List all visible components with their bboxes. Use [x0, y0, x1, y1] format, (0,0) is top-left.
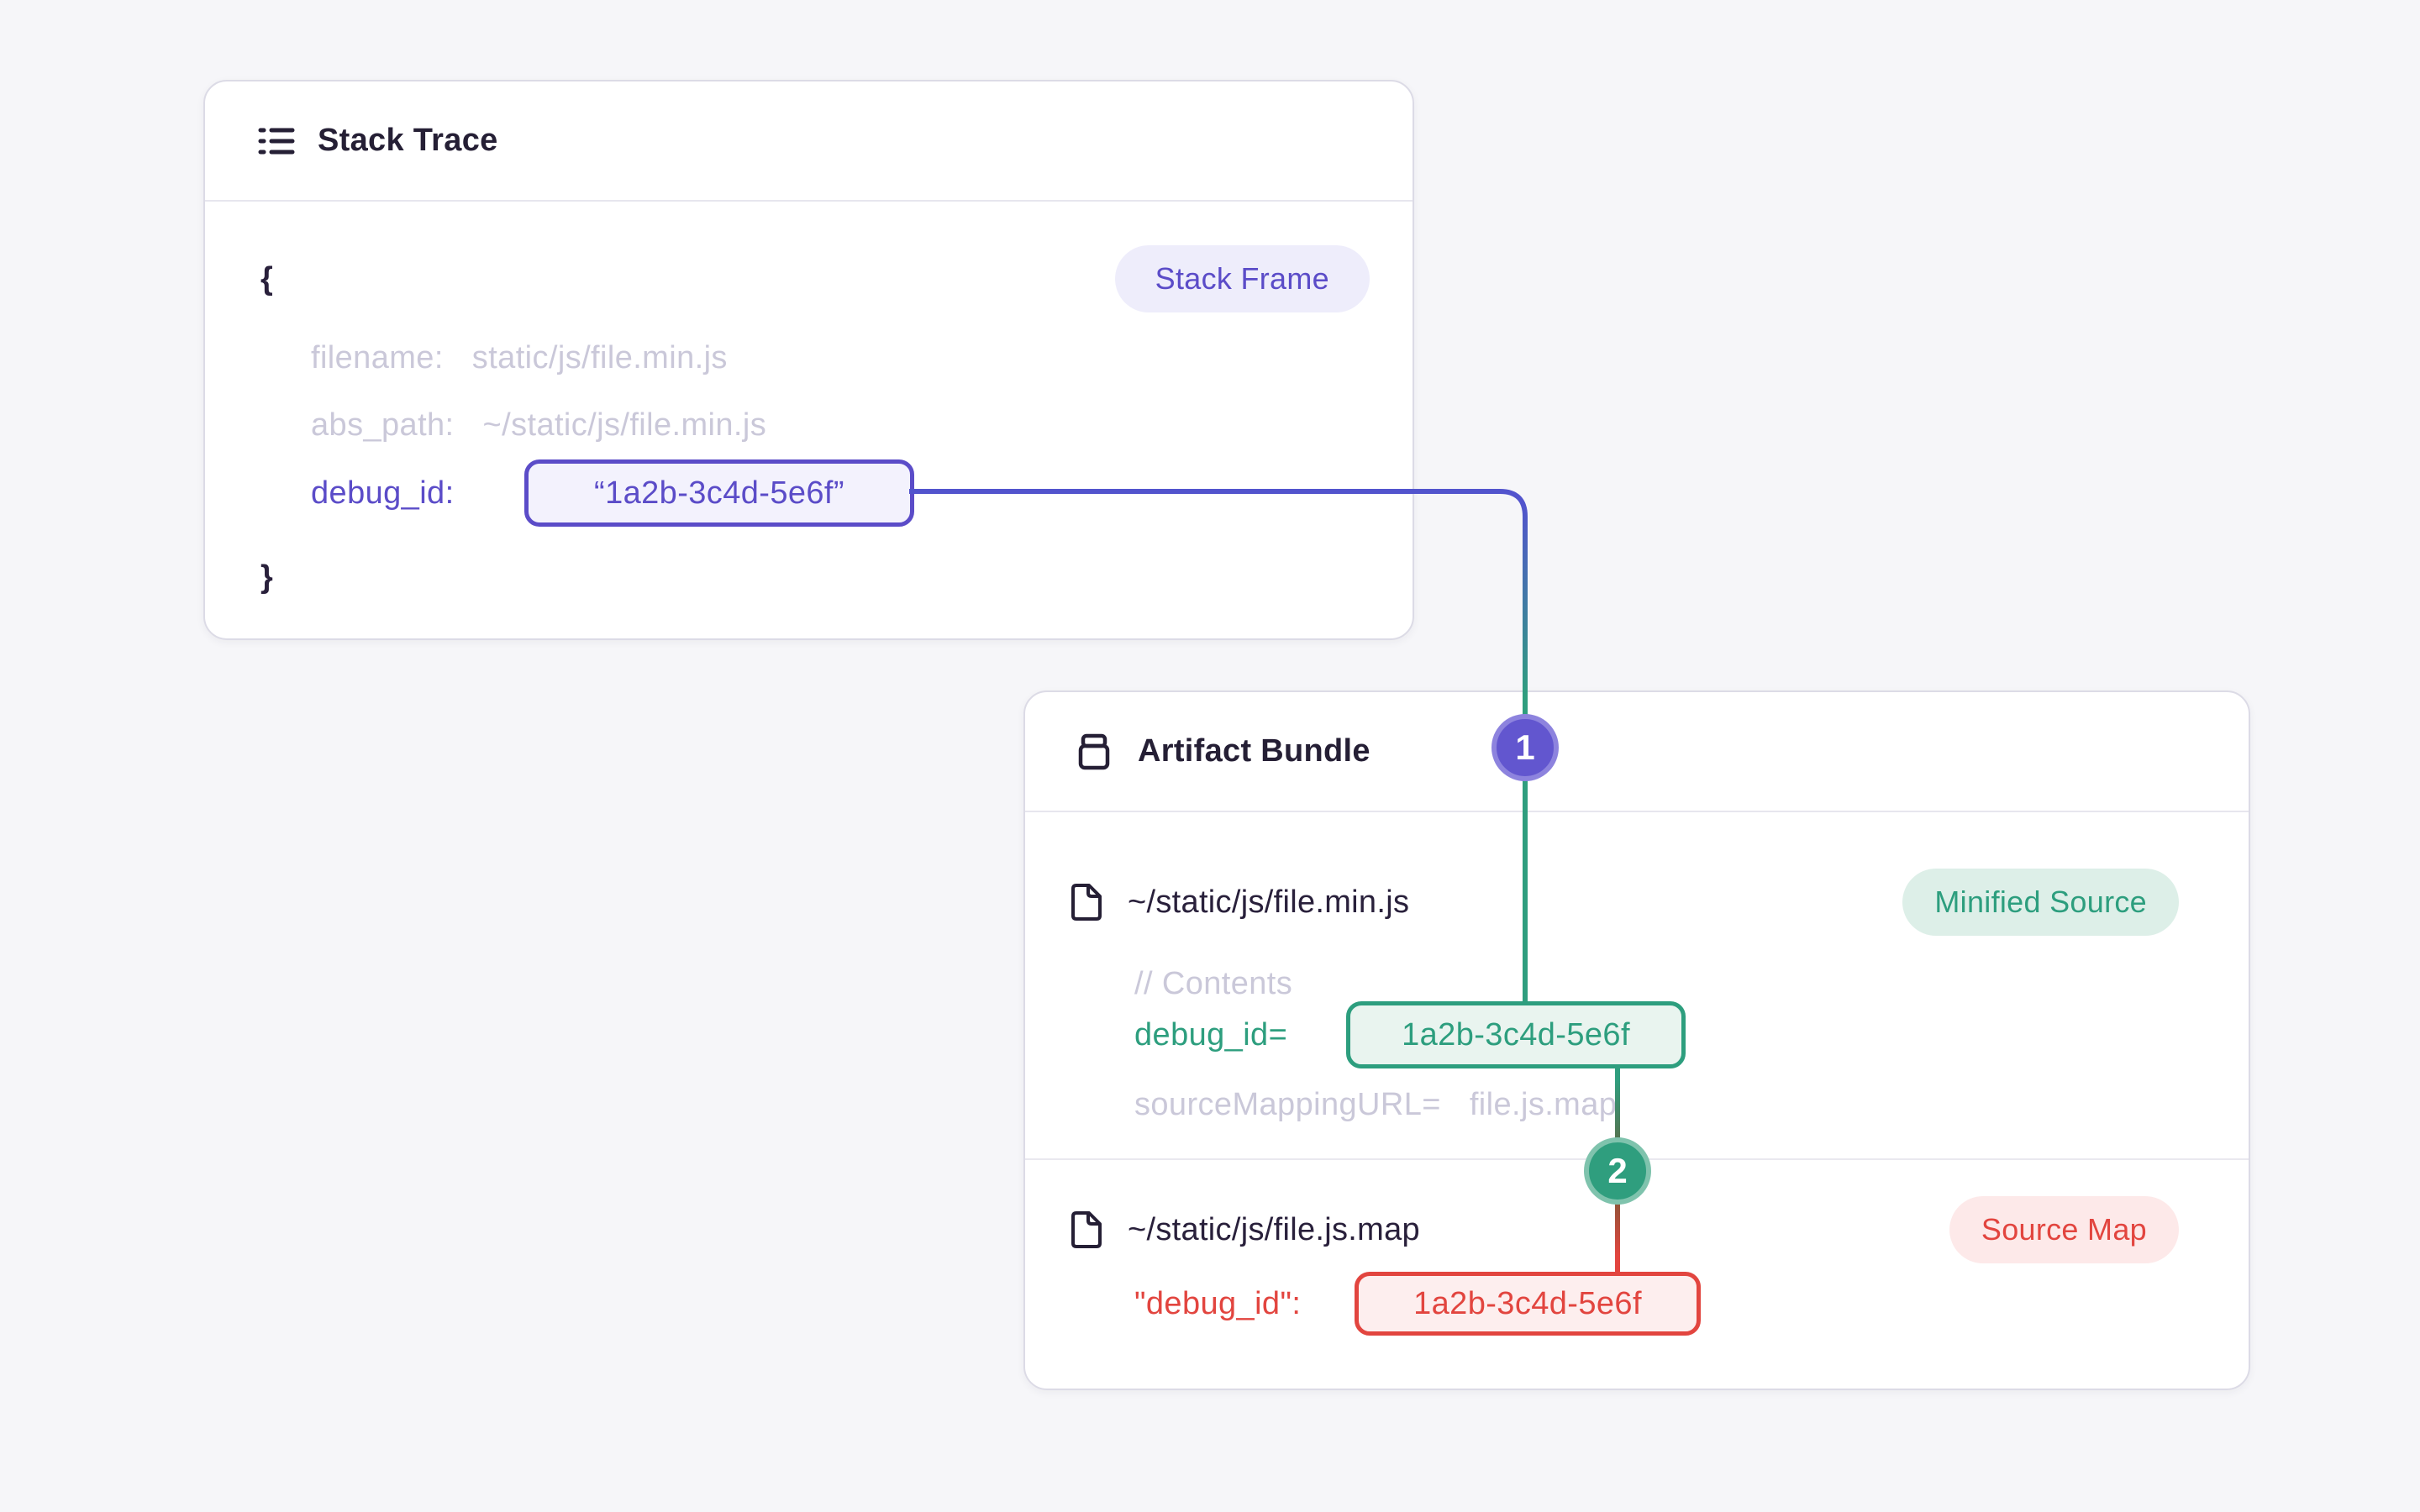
- bundle-debug-id-value-box: 1a2b-3c4d-5e6f: [1346, 1001, 1686, 1068]
- abs-path-value: ~/static/js/file.min.js: [482, 407, 767, 443]
- filename-row: filename: static/js/file.min.js: [311, 337, 728, 379]
- abs-path-label: abs_path:: [311, 407, 455, 443]
- minified-source-badge: Minified Source: [1902, 869, 2179, 936]
- file-icon: [1071, 1211, 1102, 1248]
- stack-trace-title: Stack Trace: [318, 123, 498, 158]
- step-1-marker: 1: [1491, 714, 1559, 781]
- sourcemap-file-name: ~/static/js/file.js.map: [1128, 1211, 1420, 1247]
- minified-file-row: ~/static/js/file.min.js Minified Source: [1069, 869, 2179, 936]
- stack-trace-card: Stack Trace { Stack Frame filename: stat…: [203, 80, 1414, 640]
- filename-value: static/js/file.min.js: [471, 339, 728, 375]
- sourcemap-debug-id-label: "debug_id":: [1134, 1285, 1302, 1321]
- json-open-brace: {: [260, 260, 273, 297]
- list-icon: [258, 128, 295, 154]
- json-close-brace: }: [260, 559, 273, 595]
- minified-file-name: ~/static/js/file.min.js: [1128, 884, 1410, 920]
- stack-frame-badge: Stack Frame: [1114, 245, 1370, 312]
- abs-path-row: abs_path: ~/static/js/file.min.js: [311, 404, 766, 446]
- sourcemap-file-row: ~/static/js/file.js.map Source Map: [1069, 1196, 2179, 1263]
- source-mapping-url-label: sourceMappingURL=: [1134, 1086, 1441, 1122]
- debug-id-label: debug_id:: [311, 475, 455, 511]
- contents-comment: // Contents: [1134, 965, 1293, 1001]
- filename-label: filename:: [311, 339, 444, 375]
- archive-icon: [1078, 733, 1110, 769]
- sourcemap-debug-id-value-box: 1a2b-3c4d-5e6f: [1355, 1272, 1701, 1336]
- source-map-badge: Source Map: [1949, 1196, 2179, 1263]
- stack-trace-header: Stack Trace: [205, 81, 1413, 202]
- debug-id-value-box: “1a2b-3c4d-5e6f”: [524, 459, 914, 527]
- bundle-debug-id-label: debug_id=: [1134, 1016, 1288, 1053]
- step-2-marker: 2: [1584, 1137, 1651, 1205]
- file-icon: [1071, 884, 1102, 921]
- artifact-bundle-title: Artifact Bundle: [1138, 733, 1370, 769]
- artifact-bundle-card: Artifact Bundle ~/static/js/file.min.js …: [1023, 690, 2250, 1390]
- artifact-bundle-header: Artifact Bundle: [1025, 692, 2249, 812]
- source-mapping-url-value: file.js.map: [1469, 1086, 1618, 1122]
- source-mapping-url-row: sourceMappingURL= file.js.map: [1134, 1084, 1617, 1126]
